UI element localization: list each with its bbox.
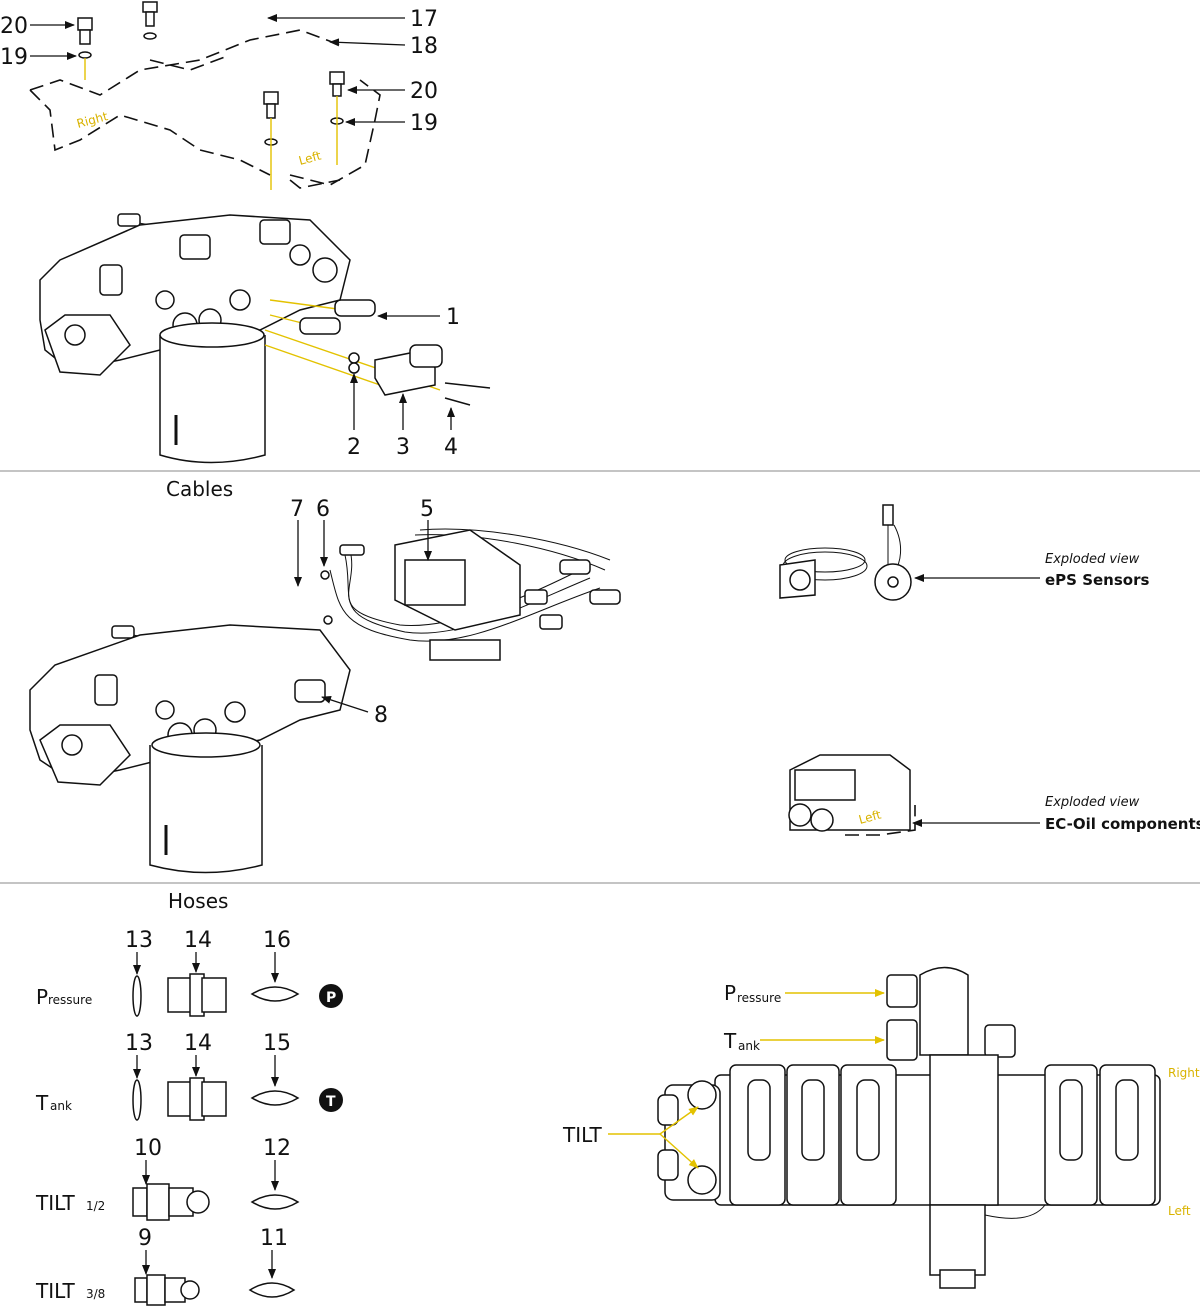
- orientation-left-top: Left: [297, 148, 323, 167]
- hose-tank-small: ank: [50, 1099, 72, 1113]
- valve-pressure-small: ressure: [737, 991, 781, 1005]
- fitting-10: [132, 1183, 210, 1221]
- cover-plate-drawing: [29, 29, 381, 189]
- callout-20-right: 20: [410, 79, 438, 104]
- tank-symbol: [319, 1088, 343, 1112]
- callout-8: 8: [374, 703, 388, 728]
- hose-pressure-small: ressure: [48, 993, 92, 1007]
- eps-sensors-drawing: [779, 504, 912, 601]
- callout-1: 1: [446, 305, 460, 330]
- hose-tilt12-small: 1/2: [86, 1199, 105, 1213]
- callout-6: 6: [316, 497, 330, 522]
- valve-tank-small: ank: [738, 1039, 760, 1053]
- callout-9: 9: [138, 1226, 152, 1251]
- main-valve-drawing: [657, 966, 1161, 1289]
- eps-sensors-label: ePS Sensors: [1045, 571, 1149, 589]
- bolt-20-middle: [263, 91, 279, 190]
- callout-3: 3: [396, 435, 410, 460]
- seal-12: [250, 1194, 300, 1210]
- cable-harness-drawing: [320, 528, 621, 661]
- valve-tank-big: T: [723, 1029, 737, 1053]
- callout-7: 7: [290, 497, 304, 522]
- orientation-left-ec: Left: [857, 807, 883, 826]
- bolt-20-left: [77, 17, 93, 80]
- hose-tilt38-small: 3/8: [86, 1287, 105, 1301]
- section-title-cables: Cables: [166, 477, 233, 501]
- callout-19-right: 19: [410, 111, 438, 136]
- seal-13-pressure: [132, 975, 142, 1017]
- section-title-hoses: Hoses: [168, 889, 228, 913]
- ec-oil-drawing: Left: [788, 754, 916, 836]
- callout-11: 11: [260, 1226, 288, 1251]
- sensor-parts-1: [264, 299, 491, 406]
- hose-pressure-big: P: [36, 985, 48, 1009]
- callout-19-left: 19: [0, 45, 28, 70]
- orientation-left-valve: Left: [1168, 1204, 1191, 1218]
- orientation-right-top: Right: [75, 109, 109, 131]
- callout-2: 2: [347, 435, 361, 460]
- eps-caption: Exploded view: [1045, 552, 1140, 567]
- callout-14-pressure: 14: [184, 928, 212, 953]
- orientation-right-valve: Right: [1168, 1066, 1200, 1080]
- tank-symbol-letter: T: [326, 1094, 336, 1110]
- bolt-20-top: [142, 1, 158, 40]
- adapter-14-pressure: [167, 973, 227, 1017]
- pressure-symbol: [319, 984, 343, 1008]
- valve-tilt-label: TILT: [562, 1123, 603, 1147]
- callout-13-pressure: 13: [125, 928, 153, 953]
- valve-pressure-big: P: [724, 981, 736, 1005]
- callout-16: 16: [263, 928, 291, 953]
- ec-oil-caption: Exploded view: [1045, 795, 1140, 810]
- callout-10: 10: [134, 1136, 162, 1161]
- callout-14-tank: 14: [184, 1031, 212, 1056]
- callout-17: 17: [410, 7, 438, 32]
- fitting-9: [134, 1274, 200, 1306]
- seal-11: [248, 1282, 296, 1298]
- adapter-14-tank: [167, 1077, 227, 1121]
- callout-4: 4: [444, 435, 458, 460]
- hose-tilt12-big: TILT: [35, 1191, 76, 1215]
- hose-tank-big: T: [35, 1091, 49, 1115]
- callout-12: 12: [263, 1136, 291, 1161]
- callout-20-left: 20: [0, 14, 28, 39]
- pressure-symbol-letter: P: [326, 990, 336, 1006]
- bolt-20-right: [329, 71, 345, 165]
- callout-18: 18: [410, 34, 438, 59]
- callout-13-tank: 13: [125, 1031, 153, 1056]
- callout-5: 5: [420, 497, 434, 522]
- seal-15: [250, 1090, 300, 1106]
- seal-16: [250, 986, 300, 1002]
- seal-13-tank: [132, 1079, 142, 1121]
- valve-block-drawing-1: [39, 213, 351, 464]
- hose-tilt38-big: TILT: [35, 1279, 76, 1303]
- valve-block-drawing-2: [29, 624, 351, 874]
- ec-oil-label: EC-Oil components: [1045, 815, 1200, 833]
- callout-15: 15: [263, 1031, 291, 1056]
